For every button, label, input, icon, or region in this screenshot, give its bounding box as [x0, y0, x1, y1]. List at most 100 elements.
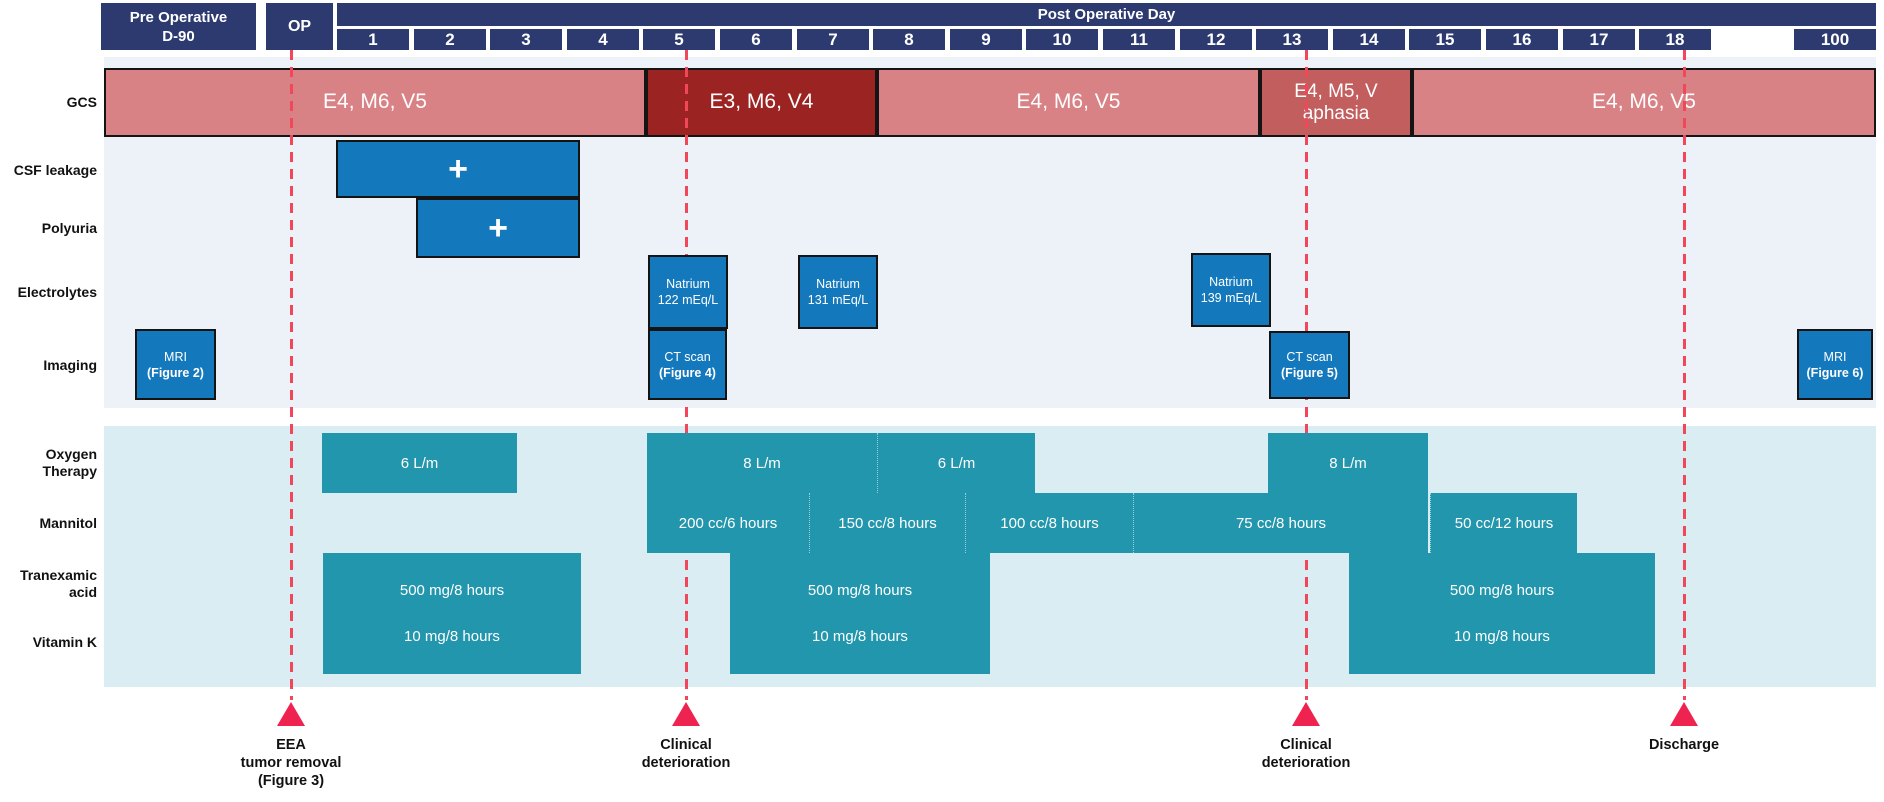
clinical-deterioration-1-triangle-icon [672, 702, 700, 726]
gcs-segment-text: E4, M5, V aphasia [1294, 80, 1378, 124]
day-cell-5: 5 [643, 29, 715, 50]
natrium-139-box: Natrium 139 mEq/L [1191, 253, 1271, 327]
day-number: 15 [1435, 29, 1455, 49]
row-label-mannitol: Mannitol [0, 506, 97, 540]
day-cell-17: 17 [1563, 29, 1635, 50]
vitamin-k-dose-text: 10 mg/8 hours [404, 628, 500, 646]
oxygen-8lm-1-text: 8 L/m [743, 454, 781, 472]
mri-figure-6-box: MRI(Figure 6) [1797, 329, 1873, 400]
gcs-segment-text: E3, M6, V4 [709, 90, 814, 114]
day-cell-11: 11 [1103, 29, 1175, 50]
discharge-label: Discharge [1649, 736, 1719, 754]
tranexamic-dose-text: 500 mg/8 hours [1449, 581, 1555, 599]
day-cell-4: 4 [567, 29, 639, 50]
day-number: 2 [445, 29, 455, 49]
clinical-deterioration-2-triangle-icon [1292, 702, 1320, 726]
mri-figure-2-box: MRI(Figure 2) [135, 329, 216, 400]
gcs-segment-2: E3, M6, V4 [646, 68, 877, 137]
day-number: 14 [1359, 29, 1379, 49]
discharge-label-text: Discharge [1648, 737, 1720, 753]
day-cell-15: 15 [1409, 29, 1481, 50]
day-number: 9 [981, 29, 991, 49]
mannitol-50cc: 50 cc/12 hours [1430, 493, 1577, 553]
mannitol-150cc: 150 cc/8 hours [809, 493, 965, 553]
mri-figure-6-box-text: MRI [1823, 349, 1847, 364]
day-number: 7 [828, 29, 838, 49]
mannitol-50cc-text: 50 cc/12 hours [1454, 514, 1554, 532]
gcs-segment-4: E4, M5, V aphasia [1260, 68, 1412, 137]
row-label-text: Tranexamic acid [19, 567, 97, 600]
day-cell-6: 6 [720, 29, 792, 50]
vitamin-k-dose-text: 10 mg/8 hours [1454, 628, 1550, 646]
op-header-box: OP [266, 3, 333, 50]
discharge-dashed-line [1683, 50, 1686, 700]
oxygen-6lm-1: 6 L/m [322, 433, 517, 493]
clinical-deterioration-1-label: Clinical deterioration [642, 736, 731, 772]
mannitol-75cc-text: 75 cc/8 hours [1235, 514, 1327, 532]
row-label-imaging: Imaging [0, 348, 97, 382]
oxygen-6lm-2-text: 6 L/m [937, 454, 976, 472]
gcs-segment-1: E4, M6, V5 [104, 68, 646, 137]
day-cell-100: 100 [1794, 29, 1876, 50]
day-cell-14: 14 [1333, 29, 1405, 50]
day-cell-9: 9 [950, 29, 1022, 50]
ct-scan-figure-5-box: CT scan (Figure 5) [1269, 331, 1350, 399]
clinical-deterioration-1-label-text: Clinical deterioration [641, 737, 731, 771]
mannitol-200cc-text: 200 cc/6 hours [678, 514, 778, 532]
day-cell-16: 16 [1486, 29, 1558, 50]
natrium-139-box-text: Natrium [1209, 275, 1253, 289]
day-cell-7: 7 [797, 29, 869, 50]
tranexamic-dose-text: 500 mg/8 hours [399, 581, 505, 599]
clinical-deterioration-2-label: Clinical deterioration [1262, 736, 1351, 772]
day-cell-2: 2 [414, 29, 486, 50]
day-cell-3: 3 [490, 29, 562, 50]
row-label-text: Polyuria [41, 219, 97, 236]
natrium-139-box-text: 139 mEq/L [1200, 291, 1262, 305]
gcs-segment-text: E4, M6, V5 [1592, 90, 1696, 114]
oxygen-6lm-2: 6 L/m [877, 433, 1035, 493]
pre-operative-label: Pre Operative [129, 8, 228, 26]
row-label-text: CSF leakage [13, 161, 97, 178]
mannitol-200cc: 200 cc/6 hours [647, 493, 809, 553]
day-number: 12 [1206, 29, 1226, 49]
oxygen-6lm-1-text: 6 L/m [400, 454, 439, 472]
day-number: 6 [751, 29, 761, 49]
mannitol-150cc-text: 150 cc/8 hours [838, 514, 937, 532]
row-label-gcs: GCS [0, 85, 97, 119]
discharge-triangle-icon [1670, 702, 1698, 726]
pre-operative-day-label: D-90 [162, 27, 195, 45]
oxygen-8lm-2: 8 L/m [1268, 433, 1428, 493]
mannitol-100cc-text: 100 cc/8 hours [1000, 514, 1099, 532]
day-number: 18 [1665, 29, 1685, 49]
day-number: 10 [1052, 29, 1072, 49]
day-cell-1: 1 [337, 29, 409, 50]
mannitol-100cc: 100 cc/8 hours [965, 493, 1133, 553]
day-cell-10: 10 [1026, 29, 1098, 50]
oxygen-8lm-1: 8 L/m [647, 433, 877, 493]
ct-scan-figure-5-box-text: CT scan [1286, 350, 1333, 364]
row-label-text: GCS [66, 93, 97, 110]
eea-tumor-removal-dashed-line [290, 50, 293, 700]
gcs-segment-3: E4, M6, V5 [877, 68, 1260, 137]
post-operative-day-band: Post Operative Day [337, 3, 1876, 26]
day-number: 17 [1589, 29, 1609, 49]
mri-figure-2-box-text: (Figure 2) [147, 365, 204, 380]
op-label: OP [287, 17, 312, 35]
gcs-segment-text: E4, M6, V5 [1016, 90, 1121, 114]
tranexamic-vitk-block-3: 500 mg/8 hours 10 mg/8 hours [1349, 553, 1655, 674]
ct-scan-figure-4-box-text: (Figure 4) [659, 365, 716, 380]
day-cell-13: 13 [1256, 29, 1328, 50]
day-number: 100 [1820, 29, 1850, 49]
day-number: 1 [368, 29, 378, 49]
eea-tumor-removal-label: EEA tumor removal (Figure 3) [241, 736, 342, 790]
ct-scan-figure-5-box-text: (Figure 5) [1281, 366, 1338, 380]
oxygen-8lm-2-text: 8 L/m [1329, 454, 1367, 472]
csf-leakage-bar-text: + [448, 150, 468, 188]
row-label-text: Vitamin K [32, 633, 97, 650]
eea-tumor-removal-triangle-icon [277, 702, 305, 726]
clinical-deterioration-2-label-text: Clinical deterioration [1261, 737, 1351, 771]
